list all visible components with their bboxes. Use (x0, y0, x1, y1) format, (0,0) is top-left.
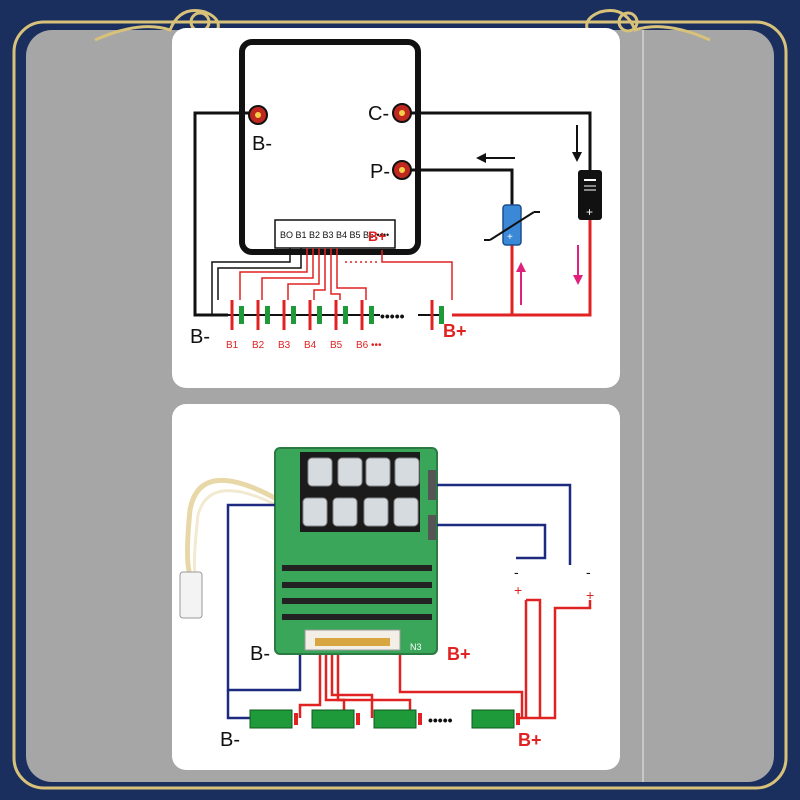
balance-red-leads (239, 248, 453, 300)
battery-cell-terminal (356, 713, 360, 725)
label-c-minus: C- (368, 103, 389, 125)
pack-b-minus-bottom-label: B- (220, 729, 240, 751)
balance-b-plus-label: B+ (368, 228, 386, 244)
port2-plus: + (586, 587, 594, 603)
battery-cell-terminal (294, 713, 298, 725)
cell-label: B4 (304, 340, 317, 351)
battery-cell-terminal (516, 713, 520, 725)
label-p-minus: P- (370, 161, 390, 183)
cell-negative-plate (239, 306, 244, 324)
port1-minus: - (514, 564, 519, 580)
arrow-left-icon (476, 153, 515, 163)
bottom-cell-ellipsis: ••••• (428, 712, 453, 728)
arrow-down-black-icon (572, 125, 582, 162)
cell-negative-plate (439, 306, 444, 324)
charger-plus-symbol: + (586, 205, 593, 219)
bottom-cells-group (249, 709, 520, 729)
top-cells-group: B1 B2 B3 B4 B5 B6 ••• (226, 300, 444, 351)
connector-label: N3 (410, 642, 422, 652)
terminal-p-minus (392, 160, 412, 180)
arrow-down-magenta-icon (573, 245, 583, 285)
bottom-red-wires (298, 598, 592, 720)
gold-border (12, 20, 788, 790)
pack-b-plus-bottom-label: B+ (518, 730, 542, 750)
board-b-plus-label: B+ (447, 644, 471, 664)
balance-pin-labels: BO B1 B2 B3 B4 B5 B6 •••• (280, 230, 389, 240)
terminal-c-minus (392, 103, 412, 123)
load-plus-symbol: + (507, 232, 513, 243)
cell-negative-plate (291, 306, 296, 324)
balance-black-leads (211, 248, 302, 315)
cell-label: B3 (278, 340, 291, 351)
pack-b-minus-label: B- (190, 326, 210, 348)
navy-wires (226, 483, 572, 720)
port1-plus: + (514, 582, 522, 598)
charger-component: + (578, 170, 602, 220)
terminal-b-minus (248, 105, 268, 125)
bms-pcb-board: N3 (274, 447, 438, 655)
arrow-up-magenta-icon (516, 262, 526, 305)
battery-cell-terminal (418, 713, 422, 725)
battery-cell (311, 709, 355, 729)
cell-negative-plate (317, 306, 322, 324)
balance-header (274, 219, 396, 249)
cell-label: B6 ••• (356, 340, 382, 351)
label-b-minus: B- (252, 133, 272, 155)
temperature-sensor-harness (179, 478, 284, 619)
cell-negative-plate (265, 306, 270, 324)
battery-cell (249, 709, 293, 729)
cell-label: B1 (226, 340, 239, 351)
cell-label: B2 (252, 340, 265, 351)
pack-b-plus-label: B+ (443, 321, 467, 341)
cell-negative-plate (343, 306, 348, 324)
load-component: + (484, 204, 540, 246)
board-b-minus-label: B- (250, 643, 270, 665)
cell-negative-plate (369, 306, 374, 324)
battery-cell (471, 709, 515, 729)
bms-module-box (239, 39, 421, 255)
port2-minus: - (586, 564, 591, 580)
cell-ellipsis: ••••• (380, 308, 405, 324)
battery-cell (373, 709, 417, 729)
red-wires (452, 220, 592, 317)
cell-label: B5 (330, 340, 343, 351)
